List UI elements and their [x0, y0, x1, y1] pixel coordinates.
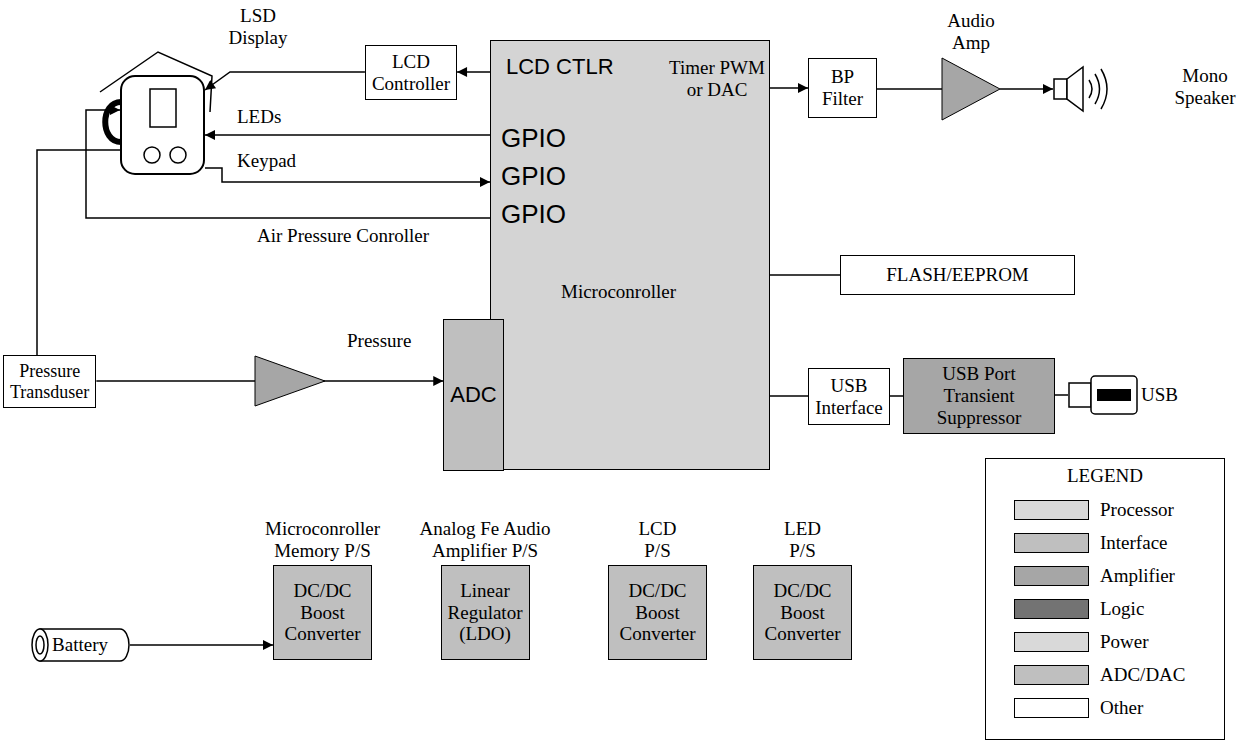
legend-label: Interface — [1100, 532, 1168, 554]
connector-line — [1000, 88, 1053, 90]
legend-row: ADC/DAC — [1014, 664, 1219, 686]
legend-label: Power — [1100, 631, 1149, 653]
legend-label: Processor — [1100, 499, 1174, 521]
legend-swatch — [1014, 632, 1089, 652]
node-label: Mono Speaker — [1170, 65, 1240, 109]
usb-connector: USB — [1068, 375, 1178, 415]
node-label: Audio Amp — [936, 10, 1006, 54]
monitor-device: LSD Display — [120, 75, 205, 175]
legend-row: Power — [1014, 631, 1219, 653]
audio-amplifier: Audio Amp — [942, 58, 1000, 120]
battery-symbol — [32, 629, 129, 661]
power-box: LED P/SDC/DC Boost Converter — [753, 565, 852, 660]
filter-box: BP Filter — [808, 58, 877, 118]
cuff-strap — [105, 102, 121, 142]
microcontroller-box: LCD CTLR Timer PWM or DAC GPIO GPIO GPIO Micr… — [490, 40, 770, 470]
suppressor-box: USB Port Transient Suppressor — [903, 358, 1055, 434]
usb-plug — [1069, 376, 1137, 414]
legend-row: Interface — [1014, 532, 1219, 554]
node-text: DC/DC Boost Converter — [278, 580, 367, 646]
shape-outline — [942, 58, 1000, 120]
signal-label: Keypad — [235, 150, 298, 172]
device-body — [121, 76, 204, 174]
connector-line — [890, 395, 903, 397]
speaker-icon: Mono Speaker — [1053, 63, 1241, 115]
pressure-amplifier — [255, 356, 325, 406]
node-label: LCD Controller — [370, 51, 452, 95]
legend-row: Amplifier — [1014, 565, 1219, 587]
legend-swatch — [1014, 533, 1089, 553]
power-box: Analog Fe Audio Amplifier P/SLinear Regu… — [441, 565, 530, 660]
device-button — [144, 147, 160, 163]
node-text: DC/DC Boost Converter — [613, 580, 702, 646]
connector-line — [37, 150, 120, 355]
legend-label: Other — [1100, 697, 1143, 719]
node-label: LCD P/S — [633, 518, 683, 562]
legend-label: Logic — [1100, 598, 1144, 620]
shape-outline — [120, 75, 205, 175]
device-button — [170, 147, 186, 163]
legend-swatch — [1014, 599, 1089, 619]
node-text: GPIO — [501, 201, 566, 227]
signal-label: Air Pressure Conroller — [255, 225, 431, 247]
node-label: Battery — [52, 634, 108, 656]
connector-line — [877, 88, 942, 90]
legend-label: ADC/DAC — [1100, 664, 1186, 686]
connector-line — [205, 134, 490, 136]
connector-line — [770, 87, 808, 89]
process-box: LCD Controller — [365, 45, 457, 100]
node-label: LED P/S — [778, 518, 828, 562]
node-label: USB — [1141, 384, 1178, 406]
battery-cell: Battery — [30, 628, 130, 662]
node-text: Microconroller — [561, 281, 676, 303]
legend-row: Other — [1014, 697, 1219, 719]
node-label: USB Interface — [813, 375, 885, 419]
signal-label: Pressure — [345, 330, 413, 352]
interface-box: USB Interface — [808, 368, 890, 425]
adc-box: ADC — [443, 319, 503, 471]
connector-line — [770, 395, 808, 397]
node-text: GPIO — [501, 125, 566, 151]
node-label: USB Port Transient Suppressor — [924, 363, 1034, 429]
connector-line — [1055, 394, 1068, 396]
power-box: LCD P/SDC/DC Boost Converter — [608, 565, 707, 660]
legend-swatch — [1014, 500, 1089, 520]
connector-line — [770, 274, 840, 276]
legend-swatch — [1014, 665, 1089, 685]
amplifier-triangle — [942, 58, 1000, 120]
memory-box: FLASH/EEPROM — [840, 255, 1075, 295]
connector-line — [457, 71, 490, 73]
node-label: Microconroller Memory P/S — [258, 518, 388, 562]
node-text: Timer PWM or DAC — [669, 57, 765, 101]
legend-row: Logic — [1014, 598, 1219, 620]
node-label: Analog Fe Audio Amplifier P/S — [413, 518, 558, 562]
power-box: Microconroller Memory P/SDC/DC Boost Con… — [273, 565, 372, 660]
node-label: LSD Display — [218, 5, 298, 49]
node-label: BP Filter — [813, 66, 872, 110]
node-text: DC/DC Boost Converter — [758, 580, 847, 646]
node-label: LCD CTLR — [506, 56, 614, 78]
node-label: FLASH/EEPROM — [886, 264, 1029, 286]
connector-line — [130, 644, 273, 646]
legend-swatch — [1014, 566, 1089, 586]
sensor-box: Pressure Transduser — [3, 355, 96, 408]
display-screen — [150, 89, 176, 127]
speaker-symbol — [1054, 67, 1107, 111]
legend-swatch — [1014, 698, 1089, 718]
node-label: ADC — [450, 382, 496, 407]
node-label: Pressure Transduser — [8, 361, 91, 402]
signal-label: LEDs — [235, 106, 283, 128]
legend-title: LEGEND — [986, 465, 1224, 487]
connector-line — [205, 72, 365, 90]
legend-row: Processor — [1014, 499, 1219, 521]
legend-label: Amplifier — [1100, 565, 1175, 587]
legend-box: LEGEND ProcessorInterfaceAmplifierLogicPo… — [985, 458, 1225, 740]
node-text: GPIO — [501, 163, 566, 189]
node-text: Linear Regulator (LDO) — [446, 580, 525, 646]
